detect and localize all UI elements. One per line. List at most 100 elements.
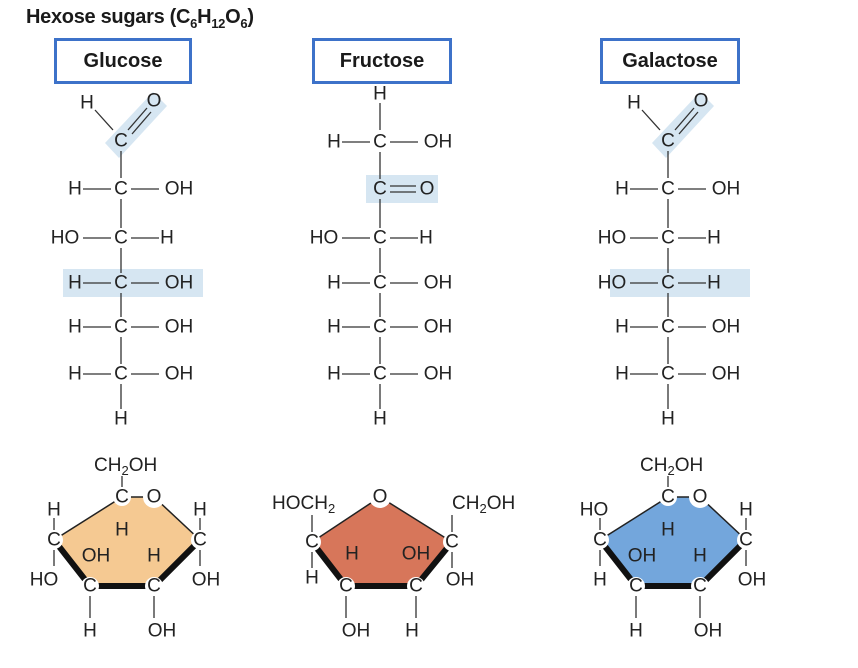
glucose-ch2oh: CH2OH — [94, 455, 157, 478]
fructose-c4-h: H — [345, 544, 359, 565]
glucose-c4-h: H — [47, 500, 61, 521]
glucose-bottom-h: H — [114, 409, 128, 430]
bond-line — [131, 111, 152, 135]
fructose-c5-left: H — [327, 317, 341, 338]
glucose-c5-right: OH — [165, 317, 194, 338]
glucose-c4-right: OH — [165, 273, 194, 294]
fructose-keto-o: O — [420, 179, 435, 200]
galactose-c3-h: H — [629, 621, 643, 642]
glucose-aldehyde-h: H — [80, 93, 94, 114]
fructose-c6-right: OH — [424, 364, 453, 385]
galactose-c3-carbon: C — [661, 228, 675, 249]
galactose-c4-ho: HO — [580, 500, 609, 521]
galactose-c2-bg — [691, 577, 709, 595]
fructose-c5-right: OH — [424, 317, 453, 338]
fructose-c1-right: OH — [424, 132, 453, 153]
galactose-c4-right: H — [707, 273, 721, 294]
glucose-c5-left: H — [68, 317, 82, 338]
galactose-c4: C — [593, 530, 607, 551]
glucose-c4-left: H — [68, 273, 82, 294]
fructose-c3-oh: OH — [402, 544, 431, 565]
glucose-c5: C — [115, 487, 129, 508]
fructose-c1-carbon: C — [373, 132, 387, 153]
glucose-c2-h: H — [147, 546, 161, 567]
galactose-ch2oh: CH2OH — [640, 455, 703, 478]
galactose-c4-left: HO — [598, 273, 627, 294]
galactose-aldehyde-c: C — [661, 131, 675, 152]
fructose-ring-o: O — [373, 487, 388, 508]
galactose-c6-left: H — [615, 364, 629, 385]
bond-line — [641, 109, 661, 131]
fructose-c4: C — [339, 576, 353, 597]
galactose-c3: C — [629, 576, 643, 597]
glucose-c2-right: OH — [165, 179, 194, 200]
fructose-c5-bg — [303, 533, 321, 551]
glucose-aldehyde-highlight — [105, 92, 167, 158]
galactose-c1-oh: OH — [738, 570, 767, 591]
galactose-aldehyde-o: O — [694, 91, 709, 112]
glucose-c4-carbon: C — [114, 273, 128, 294]
fructose-c5-h: H — [305, 568, 319, 589]
fructose-ring-front — [309, 540, 455, 589]
galactose-c2-right: OH — [712, 179, 741, 200]
fructose-c4-bg — [337, 577, 355, 595]
fructose-c4-oh: OH — [342, 621, 371, 642]
glucose-c4-ho: HO — [30, 570, 59, 591]
galactose-ring-o: O — [693, 487, 708, 508]
fructose-c4-left: H — [327, 273, 341, 294]
glucose-o-bg — [143, 486, 165, 508]
galactose-c5: C — [661, 487, 675, 508]
galactose-c5-left: H — [615, 317, 629, 338]
glucose-c1: C — [193, 530, 207, 551]
fructose-c6-carbon: C — [373, 364, 387, 385]
fructose-c3-bg — [407, 577, 425, 595]
glucose-c6-carbon: C — [114, 364, 128, 385]
fructose-name-box: Fructose — [312, 38, 452, 84]
glucose-c5-h: H — [115, 520, 129, 541]
glucose-c3: C — [83, 576, 97, 597]
bond-line — [94, 109, 114, 131]
galactose-c5-h: H — [661, 520, 675, 541]
glucose-c1-oh: OH — [192, 570, 221, 591]
galactose-c5-bg — [659, 488, 677, 506]
fructose-c3-right: H — [419, 228, 433, 249]
fructose-ch2oh: CH2OH — [452, 493, 515, 516]
galactose-c5-right: OH — [712, 317, 741, 338]
glucose-c5-bg — [113, 488, 131, 506]
galactose-o-bg — [689, 486, 711, 508]
galactose-c1-bg — [737, 531, 755, 549]
fructose-c2-oh: OH — [446, 570, 475, 591]
fructose-bottom-h: H — [373, 409, 387, 430]
galactose-c2-left: H — [615, 179, 629, 200]
fructose-keto-highlight — [366, 175, 438, 203]
glucose-c2: C — [147, 576, 161, 597]
fructose-c4-carbon: C — [373, 273, 387, 294]
glucose-ring-o: O — [147, 487, 162, 508]
glucose-c2-oh: OH — [148, 621, 177, 642]
galactose-c5-carbon: C — [661, 317, 675, 338]
glucose-c4-bg — [45, 531, 63, 549]
fructose-keto-c: C — [373, 179, 387, 200]
fructose-c2-bg — [443, 533, 461, 551]
fructose-c5: C — [305, 532, 319, 553]
glucose-aldehyde-o: O — [147, 91, 162, 112]
fructose-c3: C — [409, 576, 423, 597]
glucose-c4: C — [47, 530, 61, 551]
glucose-c1-h: H — [193, 500, 207, 521]
glucose-c3-bg — [81, 577, 99, 595]
fructose-c3-left: HO — [310, 228, 339, 249]
fructose-c3-h: H — [405, 621, 419, 642]
glucose-c6-left: H — [68, 364, 82, 385]
galactose-c3-oh: OH — [628, 546, 657, 567]
glucose-aldehyde-c: C — [114, 131, 128, 152]
glucose-c3-h: H — [83, 621, 97, 642]
bond-line — [674, 107, 695, 131]
glucose-name-box: Glucose — [54, 38, 192, 84]
galactose-c1: C — [739, 530, 753, 551]
galactose-c3-right: H — [707, 228, 721, 249]
glucose-c2-carbon: C — [114, 179, 128, 200]
galactose-c3-left: HO — [598, 228, 627, 249]
galactose-c4-h: H — [593, 570, 607, 591]
galactose-aldehyde-h: H — [627, 93, 641, 114]
